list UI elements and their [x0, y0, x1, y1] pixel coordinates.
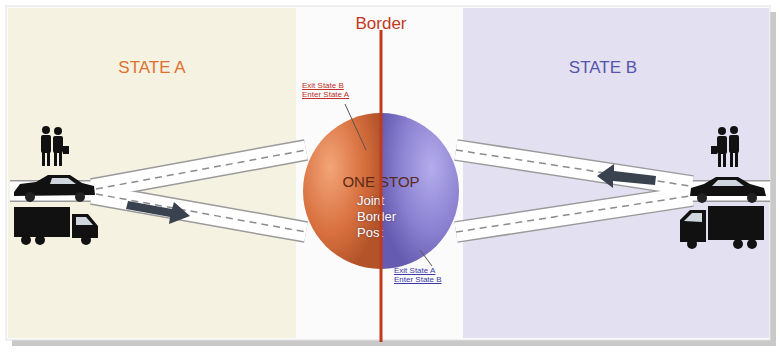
circle-half-state-a	[303, 113, 381, 269]
state-name: STATE A	[8, 58, 296, 78]
post-heading: ONE STOP	[303, 173, 459, 191]
border-label: Border	[331, 14, 431, 34]
circle-outline	[303, 113, 459, 269]
frame	[6, 6, 770, 340]
post-subtitle: Joint Border Post	[357, 193, 411, 241]
state-name: STATE B	[463, 58, 743, 78]
state-band: STATE A	[8, 8, 296, 338]
circle-half-state-b	[381, 113, 459, 269]
state-band: STATE B	[463, 8, 769, 338]
joint-border-post-circle: ONE STOP Joint Border Post	[303, 113, 459, 269]
callout-label: Exit State A Enter State B	[394, 266, 454, 284]
callout-label: Exit State B Enter State A	[302, 81, 362, 99]
